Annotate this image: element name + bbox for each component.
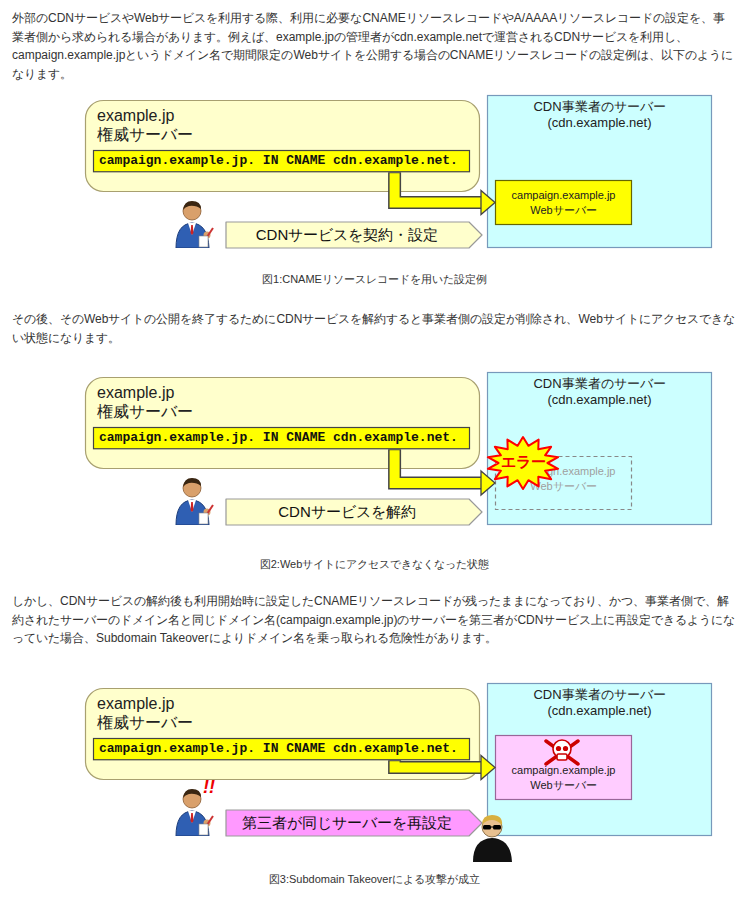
error-burst: エラー	[486, 436, 560, 490]
node-text: example.jp 権威サーバー	[97, 383, 207, 421]
node-text: CDN事業者のサーバー (cdn.example.net)	[520, 376, 680, 409]
authoritative-server-box: example.jp 権威サーバー campaign.example.jp. IN…	[85, 100, 480, 192]
authoritative-server-box-shape	[86, 378, 480, 469]
cdn-server-box-shape	[488, 684, 712, 836]
figure-caption: 図3:Subdomain Takeoverによる攻撃が成立	[0, 872, 749, 886]
authoritative-server-box-shape	[86, 101, 480, 192]
cdn-server-box-shape	[488, 96, 712, 248]
body-paragraph: 外部のCDNサービスやWebサービスを利用する際、利用に必要なCNAMEリソース…	[12, 9, 737, 83]
node-text: campaign.example.jp Webサーバー	[500, 763, 627, 793]
node-text: campaign.example.jp. IN CNAME cdn.exampl…	[99, 153, 464, 169]
web-server-box: campaign.example.jp Webサーバー	[495, 735, 632, 800]
cname-record: campaign.example.jp. IN CNAME cdn.exampl…	[93, 738, 470, 760]
cdn-server-box: CDN事業者のサーバー (cdn.example.net) campaign.ex…	[487, 95, 712, 248]
node-text: CDNサービスを解約	[233, 502, 461, 522]
web-server-box-shape	[496, 736, 632, 800]
node-text: example.jp 権威サーバー	[97, 694, 207, 732]
node-text: CDNサービスを契約・設定	[233, 225, 461, 245]
alarm-mark: !!	[203, 776, 233, 799]
web-server-box-shape	[496, 181, 632, 225]
node-text: campaign.example.jp. IN CNAME cdn.exampl…	[99, 741, 464, 757]
node-text: 第三者が同じサーバーを再設定	[233, 813, 461, 833]
authoritative-server-box: example.jp 権威サーバー campaign.example.jp. IN…	[85, 688, 480, 780]
node-text: campaign.example.jp. IN CNAME cdn.exampl…	[99, 430, 464, 446]
figure-caption: 図2:Webサイトにアクセスできなくなった状態	[0, 557, 749, 571]
cname-record: campaign.example.jp. IN CNAME cdn.exampl…	[93, 150, 470, 172]
node-text: CDN事業者のサーバー (cdn.example.net)	[520, 687, 680, 720]
node-text: CDN事業者のサーバー (cdn.example.net)	[520, 99, 680, 132]
action-arrow-box: CDNサービスを契約・設定	[225, 221, 483, 249]
web-server-box: campaign.example.jp Webサーバー	[495, 180, 632, 225]
hollow-arrow	[395, 756, 495, 780]
action-arrow-box: 第三者が同じサーバーを再設定	[225, 809, 483, 837]
hollow-arrow	[395, 449, 495, 495]
skull-icon	[546, 740, 578, 764]
cname-record: campaign.example.jp. IN CNAME cdn.exampl…	[93, 427, 470, 449]
figure-caption: 図1:CNAMEリソースレコードを用いた設定例	[0, 272, 749, 286]
cdn-server-box: CDN事業者のサーバー (cdn.example.net) campaign.ex…	[487, 683, 712, 836]
cdn-server-box-shape	[488, 373, 712, 525]
body-paragraph: しかし、CDNサービスの解約後も利用開始時に設定したCNAMEリソースレコードが…	[12, 592, 737, 648]
authoritative-server-box: example.jp 権威サーバー campaign.example.jp. IN…	[85, 377, 480, 469]
action-arrow-box: CDNサービスを解約	[225, 498, 483, 526]
cname-record-shape	[94, 739, 470, 760]
hollow-arrow	[395, 172, 495, 214]
body-paragraph: その後、そのWebサイトの公開を終了するためにCDNサービスを解約すると事業者側…	[12, 310, 737, 347]
cname-record-shape	[94, 428, 470, 449]
admin-icon	[176, 201, 213, 248]
node-text: example.jp 権威サーバー	[97, 106, 207, 144]
admin-icon	[176, 478, 213, 525]
cname-record-shape	[94, 151, 470, 172]
node-text: エラー	[490, 452, 556, 472]
node-text: campaign.example.jp Webサーバー	[500, 188, 627, 218]
